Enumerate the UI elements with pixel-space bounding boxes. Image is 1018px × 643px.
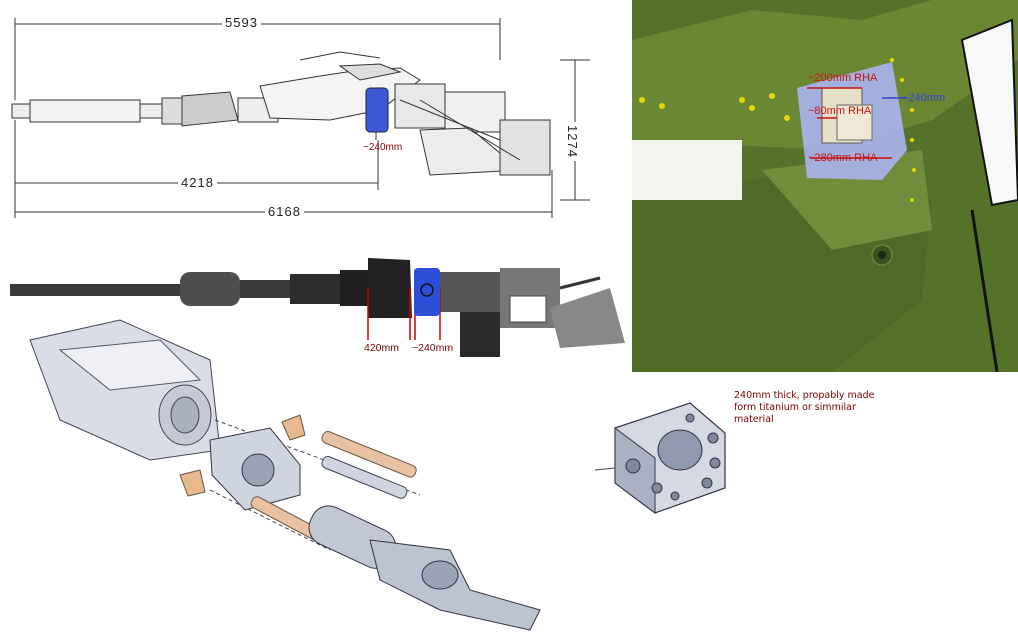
exploded-parts <box>29 319 541 631</box>
dim-height: 1274 <box>565 122 580 161</box>
mantlet-block-detail <box>594 402 726 514</box>
armor-photo: ~200mm RHA ~240mm ~80mm RHA ~280mm RHA <box>632 0 1018 373</box>
mantlet-block-photo <box>414 268 440 316</box>
label-240mm-photo: ~240mm <box>412 342 454 354</box>
label-420mm: 420mm <box>364 342 400 354</box>
mantlet-block-top <box>365 87 389 133</box>
armor-photo-drawing <box>632 0 1018 373</box>
gun-photo-drawing <box>10 258 625 357</box>
label-280mm-rha: ~280mm RHA <box>808 152 878 164</box>
label-200mm-rha: ~200mm RHA <box>808 72 878 84</box>
dim-overall-top: 5593 <box>222 15 261 30</box>
label-240mm-armor: ~240mm <box>902 92 946 104</box>
detail-note: 240mm thick, propably made form titanium… <box>734 390 875 425</box>
middle-gun-photo: 420mm ~240mm <box>0 248 635 366</box>
gun-side-drawing <box>11 18 590 218</box>
label-block-top: ~240mm <box>363 142 403 153</box>
detail-block <box>594 388 735 518</box>
label-80mm-rha: ~80mm RHA <box>808 105 872 117</box>
exploded-assembly-drawing <box>0 310 560 638</box>
dim-bottom: 6168 <box>265 204 304 219</box>
dim-mid: 4218 <box>178 175 217 190</box>
top-technical-drawing: 5593 4218 6168 1274 ~240mm <box>0 0 625 225</box>
